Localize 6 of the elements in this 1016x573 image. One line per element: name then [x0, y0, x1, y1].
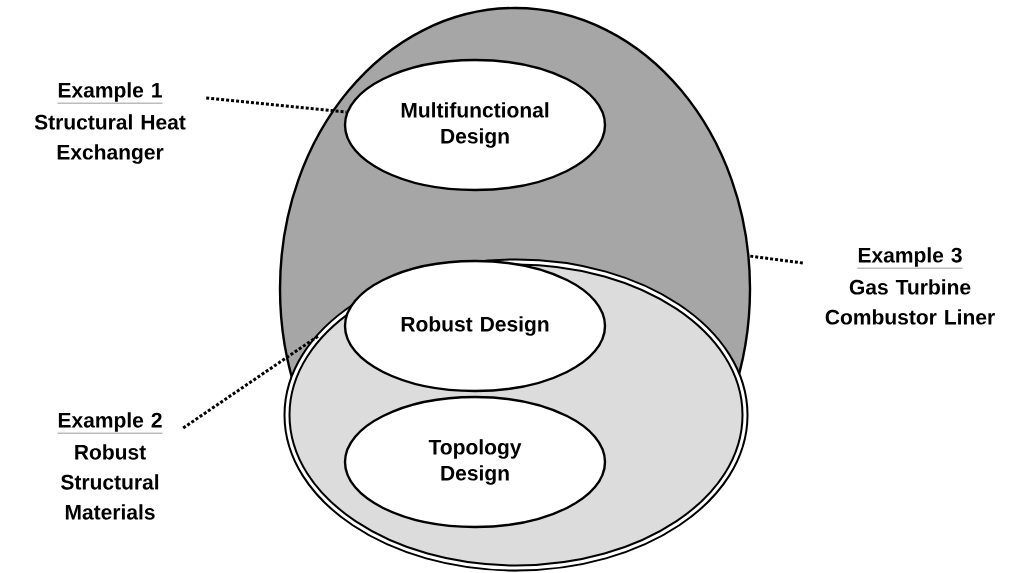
leader-line [182, 334, 320, 430]
leader-line [206, 96, 347, 114]
callout-text: Example 3 Gas Turbine Combustor Liner [825, 247, 995, 325]
callout-text: Example 2 Robust Structural Materials [57, 412, 163, 520]
leader-line [749, 254, 803, 265]
callout-text: Example 1 Structural Heat Exchanger [34, 82, 186, 164]
